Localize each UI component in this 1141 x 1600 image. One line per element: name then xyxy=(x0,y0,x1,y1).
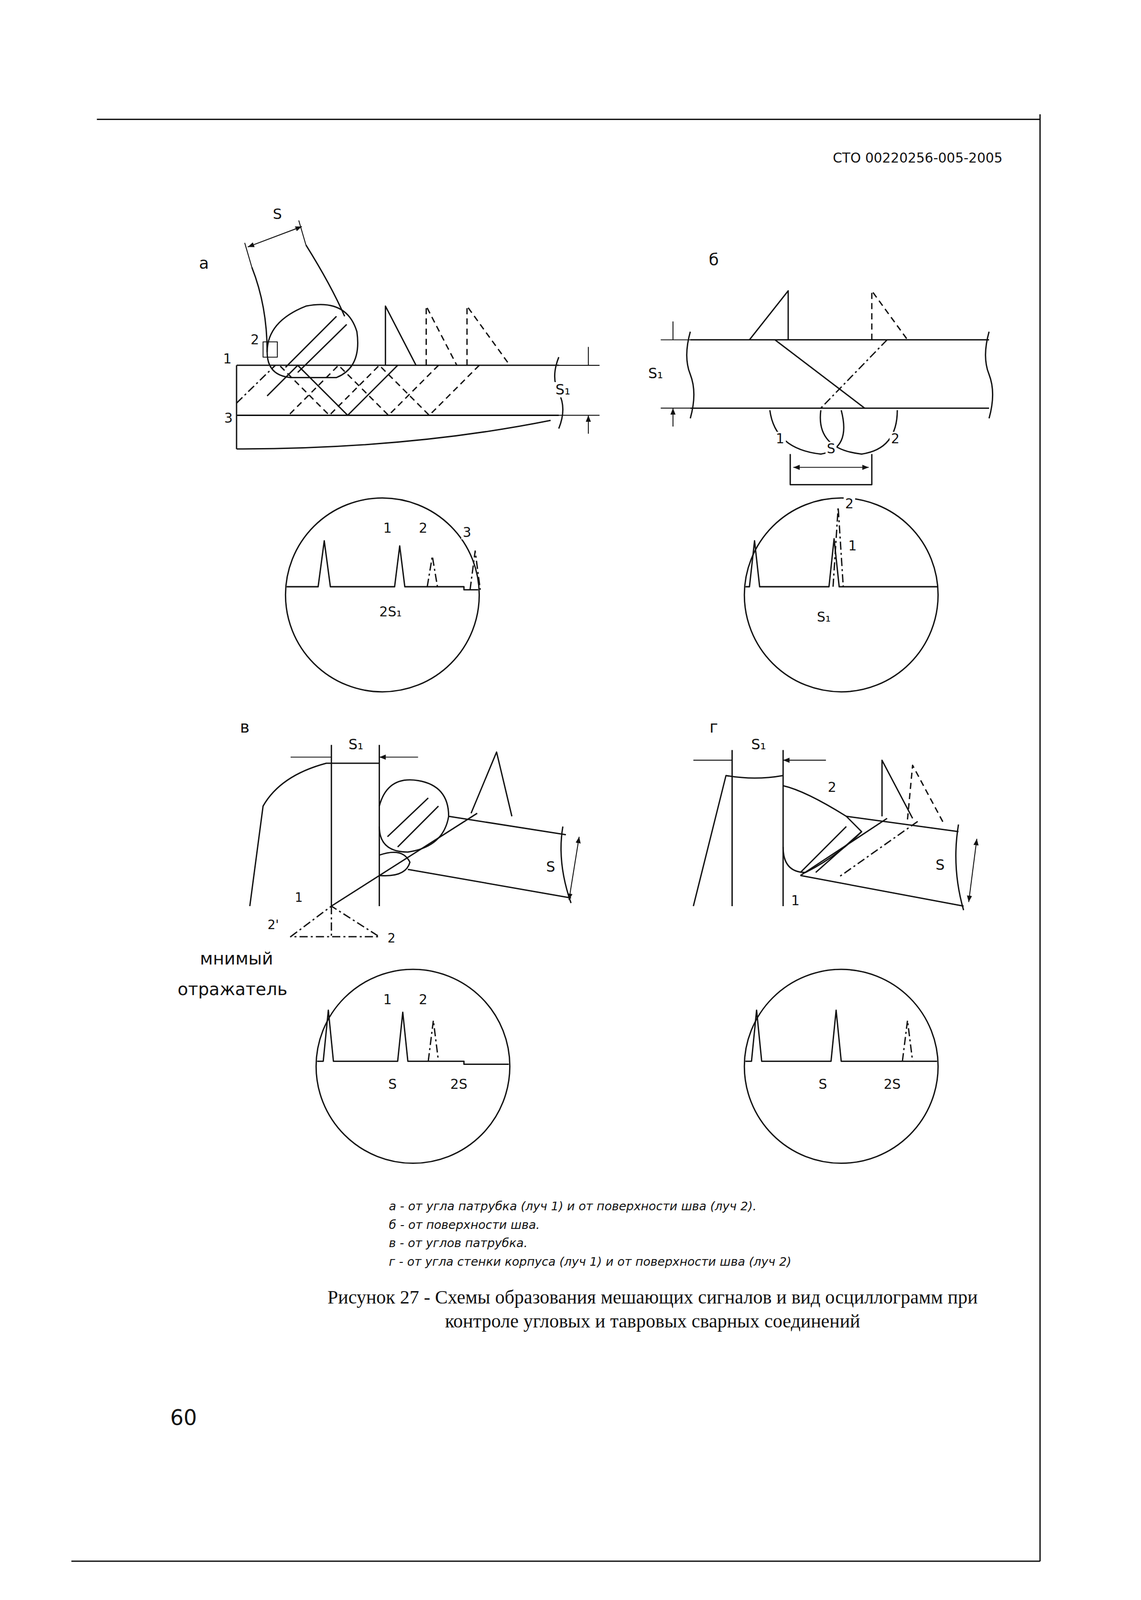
callout-number: 2 xyxy=(889,431,902,446)
time-mark: S₁ xyxy=(815,609,833,624)
callout-number: 1 xyxy=(789,893,802,908)
note-text: отражатель xyxy=(175,979,289,999)
callout-number: 3 xyxy=(222,411,235,425)
callout-number: 2 xyxy=(249,332,261,347)
note-text: мнимый xyxy=(198,949,275,968)
signal-number: 1 xyxy=(846,538,859,553)
time-mark: S xyxy=(817,1076,829,1091)
dimension-label: S xyxy=(271,206,284,222)
legend-note: в - от углов патрубка. xyxy=(387,1236,530,1250)
dimension-label: S₁ xyxy=(347,736,365,752)
panel-letter: а xyxy=(197,254,211,272)
callout-number: 1 xyxy=(293,891,305,904)
document-code: СТО 00220256-005-2005 xyxy=(831,151,1004,165)
callout-number: 2 xyxy=(826,780,838,794)
signal-number: 3 xyxy=(461,525,473,540)
panel-a xyxy=(236,220,600,692)
signal-number: 1 xyxy=(381,521,394,535)
panel-g xyxy=(693,749,978,1163)
panel-b xyxy=(660,290,993,692)
callout-number: 1 xyxy=(221,351,234,366)
time-mark: 2S xyxy=(882,1076,903,1091)
signal-number: 2 xyxy=(417,521,429,535)
page-number: 60 xyxy=(168,1406,199,1429)
callout-number: 1 xyxy=(774,431,786,446)
legend-note: а - от угла патрубка (луч 1) и от поверх… xyxy=(387,1199,759,1213)
dimension-label: S xyxy=(934,857,946,873)
dimension-label: S xyxy=(825,441,837,456)
panel-letter: б xyxy=(707,251,721,269)
callout-number: 2 xyxy=(386,931,398,945)
callout-number: 2' xyxy=(266,918,281,932)
panel-letter: в xyxy=(238,718,251,736)
dimension-label: S xyxy=(544,858,557,875)
dimension-label: S₁ xyxy=(554,381,572,398)
signal-number: 2 xyxy=(843,496,856,511)
figure-caption: Рисунок 27 - Схемы образования мешающих … xyxy=(298,1284,1007,1333)
signal-number: 1 xyxy=(381,992,394,1007)
time-mark: 2S₁ xyxy=(378,604,404,619)
panel-letter: г xyxy=(707,718,720,736)
time-mark: 2S xyxy=(448,1076,469,1091)
legend-note: г - от угла стенки корпуса (луч 1) и от … xyxy=(387,1255,794,1268)
dimension-label: S₁ xyxy=(749,736,768,752)
legend-note: б - от поверхности шва. xyxy=(387,1218,542,1231)
time-mark: S xyxy=(386,1076,399,1091)
page-frame xyxy=(71,114,1040,1561)
panel-v xyxy=(249,744,580,1163)
signal-number: 2 xyxy=(417,992,429,1007)
dimension-label: S₁ xyxy=(646,365,665,381)
